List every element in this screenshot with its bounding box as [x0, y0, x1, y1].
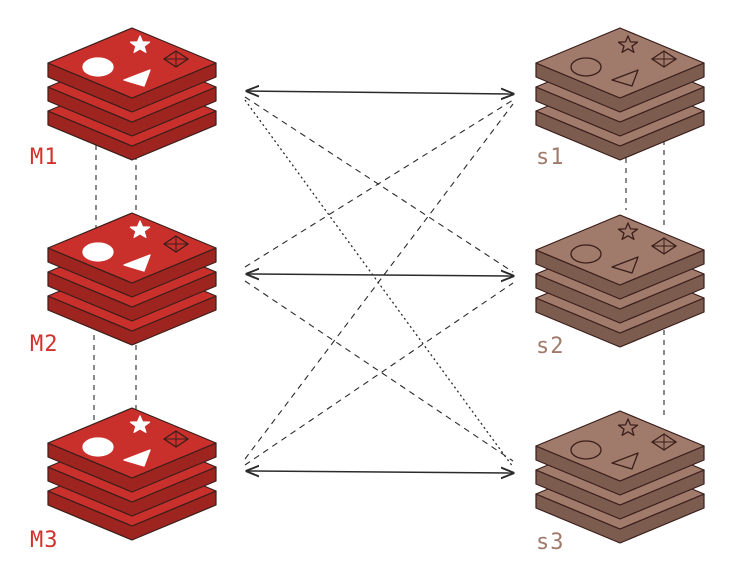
- replica-label-s1: s1: [536, 145, 565, 170]
- triangle-icon: [123, 69, 151, 87]
- stack-top-face: [535, 214, 705, 286]
- replica-node-1: [535, 27, 705, 161]
- stack-top-face: [47, 27, 217, 99]
- circle-icon: [82, 437, 114, 457]
- replica-node-3: [535, 410, 705, 544]
- replica-label-s3: s3: [536, 530, 565, 555]
- star-icon: [129, 415, 151, 433]
- circle-icon: [82, 242, 114, 262]
- triangle-icon: [123, 449, 151, 467]
- stack-top-face: [47, 212, 217, 284]
- circle-icon: [82, 57, 114, 77]
- label-layer: M1 M2 M3 s1 s2 s3: [30, 145, 565, 555]
- star-icon: [617, 418, 639, 436]
- master-label-m1: M1: [30, 145, 59, 170]
- master-node-3: [47, 407, 217, 541]
- cross-link: [244, 96, 514, 273]
- star-icon: [129, 220, 151, 238]
- master-node-1: [47, 27, 217, 161]
- stack-top-face: [47, 407, 217, 479]
- master-node-2: [47, 212, 217, 346]
- star-icon: [129, 35, 151, 53]
- replication-arrow-2: [247, 274, 513, 276]
- circle-icon: [570, 440, 602, 460]
- stack-top-face: [535, 410, 705, 482]
- cross-link: [244, 99, 514, 268]
- connector-layer: [93, 91, 665, 473]
- replication-arrow-1: [247, 91, 513, 94]
- triangle-icon: [123, 254, 151, 272]
- cross-link: [244, 280, 514, 462]
- replication-arrow-3: [247, 471, 513, 473]
- master-label-m3: M3: [30, 528, 59, 553]
- triangle-icon: [611, 452, 639, 470]
- star-icon: [617, 35, 639, 53]
- master-label-m2: M2: [30, 332, 59, 357]
- circle-icon: [570, 244, 602, 264]
- cross-link: [244, 282, 514, 466]
- triangle-icon: [611, 256, 639, 274]
- circle-icon: [570, 57, 602, 77]
- replica-node-2: [535, 214, 705, 348]
- star-icon: [617, 222, 639, 240]
- triangle-icon: [611, 69, 639, 87]
- replica-label-s2: s2: [536, 334, 565, 359]
- stack-top-face: [535, 27, 705, 99]
- cross-link: [244, 103, 514, 460]
- node-layer: [47, 27, 705, 544]
- cross-link: [244, 99, 514, 468]
